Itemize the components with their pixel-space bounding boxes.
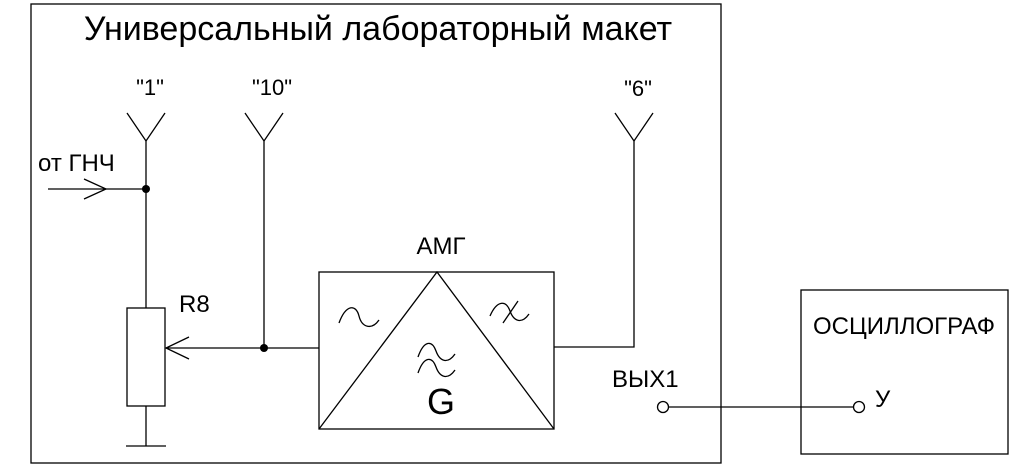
pin-1-antenna xyxy=(126,112,166,143)
pin-10-label: "10" xyxy=(252,75,292,100)
pin-6-wire xyxy=(554,141,635,348)
pin-6-antenna xyxy=(614,112,654,143)
input-arrow xyxy=(83,178,108,200)
oscilloscope-input-label: У xyxy=(875,386,891,413)
resistor-r8 xyxy=(126,307,166,407)
output-label: ВЫХ1 xyxy=(612,366,679,393)
output-terminal xyxy=(656,400,670,414)
lab-board-title: Универсальный лабораторный макет xyxy=(84,10,672,48)
sine-wave-icon xyxy=(338,307,380,327)
double-sine-icon xyxy=(417,342,456,362)
amg-label: АМГ xyxy=(417,233,466,260)
pin-10-antenna xyxy=(244,112,284,143)
lab-board-frame xyxy=(30,3,722,464)
double-sine-icon-lower xyxy=(417,358,456,378)
sine-slash-icon xyxy=(489,302,530,322)
oscilloscope-block xyxy=(800,289,1009,455)
sine-slash-stroke xyxy=(502,300,519,324)
oscilloscope-label: ОСЦИЛЛОГРАФ xyxy=(813,313,995,340)
pin-6-label: "6" xyxy=(624,76,652,101)
input-label: от ГНЧ xyxy=(38,150,115,177)
amg-triangle xyxy=(318,270,555,430)
resistor-r8-label: R8 xyxy=(179,291,210,318)
oscilloscope-input-terminal xyxy=(852,400,866,414)
generator-symbol: G xyxy=(427,381,455,422)
pin-1-label: "1" xyxy=(136,75,164,100)
wiper-arrow xyxy=(164,336,190,360)
